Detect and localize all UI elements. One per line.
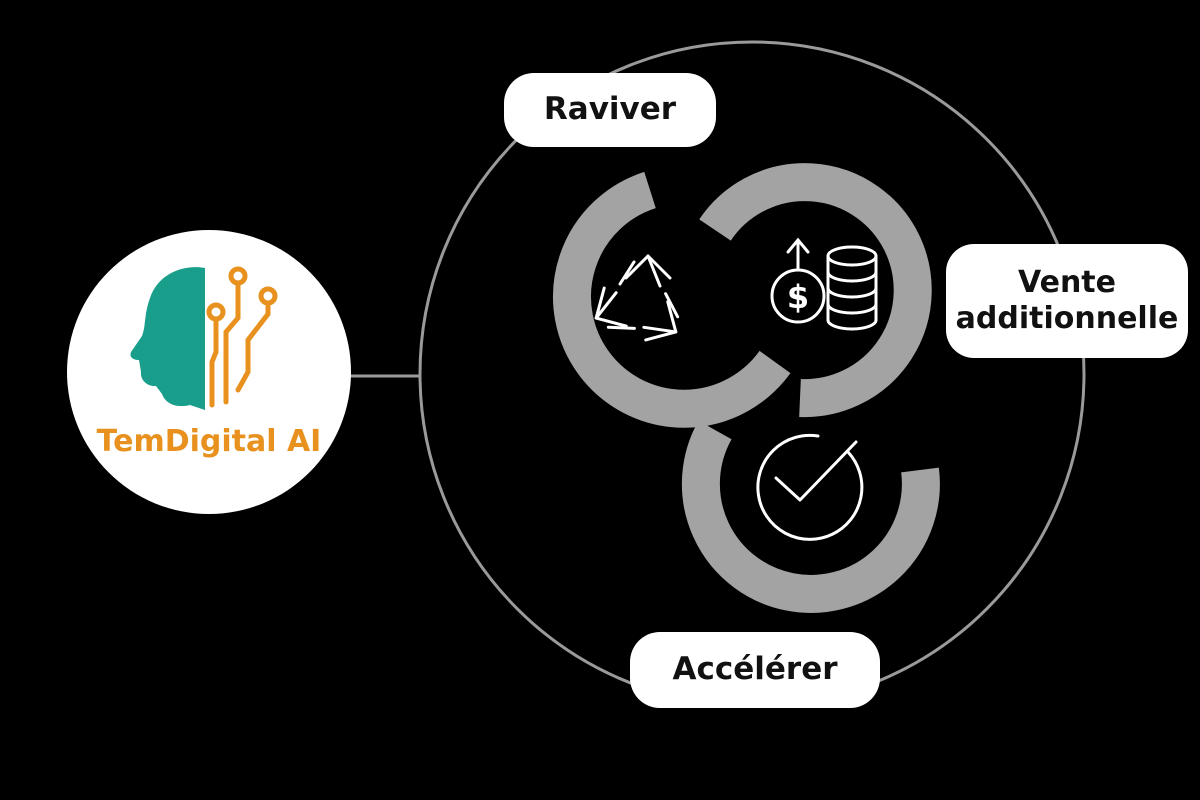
step-label-raviver: Raviver [504, 73, 716, 147]
loop-vente [699, 163, 932, 418]
check-circle-icon [756, 433, 864, 541]
dollar-coins-icon: $ [770, 237, 878, 331]
brand-name: TemDigital AI [96, 424, 322, 459]
logo-disc [67, 230, 351, 514]
recycle-icon [594, 254, 680, 342]
step-label-accelerer: Accélérer [630, 632, 880, 708]
head-silhouette-icon [130, 267, 205, 410]
circuit-icon [206, 266, 278, 408]
loop-shapes [553, 163, 940, 613]
step-label-vente-additionnelle: Vente additionnelle [946, 244, 1188, 358]
loop-accel [681, 420, 940, 613]
loop-raviver [553, 171, 791, 428]
svg-text:$: $ [787, 278, 809, 316]
